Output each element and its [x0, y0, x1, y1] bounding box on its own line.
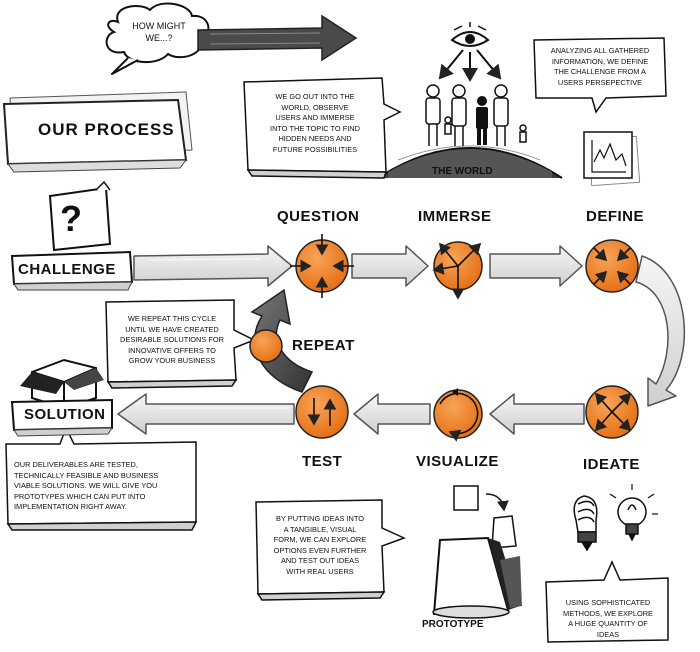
repeat-arrow: [250, 288, 314, 393]
solution-label: Solution: [24, 406, 106, 423]
flow-arrows: [117, 245, 686, 435]
title-paper: [2, 91, 193, 173]
stage-repeat-label: Repeat: [292, 337, 355, 354]
world-illustration: [377, 22, 563, 179]
visualize-note-text: By putting ideas into a tangible, visual…: [273, 514, 367, 576]
stage-ideate-label: Ideate: [583, 456, 640, 473]
speech-cloud: [105, 2, 210, 75]
challenge-label: Challenge: [18, 261, 116, 278]
note-boxes: [5, 37, 669, 643]
prototype-illustration: [432, 485, 522, 619]
page-title: Our Process: [38, 120, 175, 139]
ideate-note-text: Using sophisticated methods, we explore …: [563, 598, 653, 639]
stage-immerse-label: Immerse: [418, 208, 492, 225]
immerse-note-text: We go out into the world, observe users …: [270, 92, 360, 154]
prototype-label: Prototype: [422, 619, 484, 630]
stage-test-label: Test: [302, 453, 343, 470]
stage-visualize-label: Visualize: [416, 453, 499, 470]
stage-question-label: Question: [277, 208, 360, 225]
repeat-note-text: We repeat this cycle until we have creat…: [120, 314, 224, 366]
top-arrow: [197, 14, 358, 62]
question-mark: ?: [60, 198, 82, 239]
world-label: The World: [432, 166, 493, 177]
challenge-card: [10, 180, 134, 291]
cloud-question-text: How might we...?: [132, 21, 186, 43]
lightbulbs-illustration: [573, 484, 658, 552]
solution-note-text: Our deliverables are tested, technically…: [14, 460, 159, 512]
define-note-text: Analyzing all gathered information, we d…: [550, 46, 650, 87]
define-chart-icon: [583, 131, 641, 187]
stage-define-label: Define: [586, 208, 645, 225]
solution-box: [10, 358, 113, 437]
